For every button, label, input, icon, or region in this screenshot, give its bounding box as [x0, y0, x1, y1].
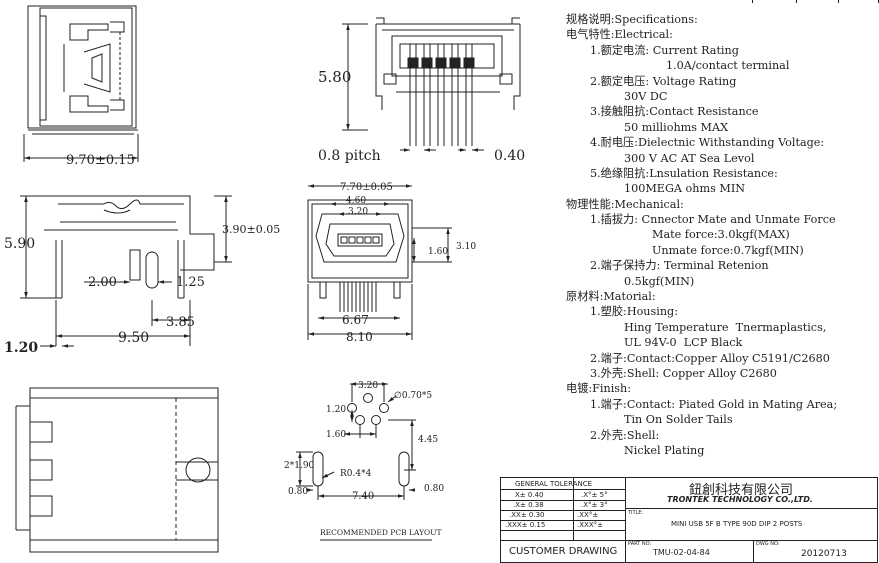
dim-pcb-160: 1.60: [326, 430, 346, 440]
spec-line: 规格说明:Specifications:: [566, 13, 698, 26]
spec-line: 100MEGA ohms MIN: [624, 182, 746, 196]
company-cn: 鈕創科技有限公司: [689, 483, 794, 498]
spec-line: 300 V AC AT Sea Levol: [624, 151, 755, 165]
bottom-view: [15, 387, 219, 553]
tol-r1-b: .X°± 3°: [581, 501, 608, 509]
dwg-number: 20120713: [801, 549, 847, 559]
dim-pcb-320: 3.20: [358, 381, 378, 391]
spec-line: 1.塑胶:Housing:: [590, 305, 678, 319]
spec-line: 原材料:Matorial:: [566, 290, 656, 304]
spec-line: 1.0A/contact terminal: [666, 59, 790, 73]
spec-line: 50 milliohms MAX: [624, 120, 729, 134]
dim-front-810: 8.10: [346, 330, 373, 344]
spec-line: 2.端子保持力: Terminal Retenion: [590, 259, 769, 273]
top-border-fragment: [752, 0, 879, 3]
engineering-drawing: 9.70±0.15 5.80 0.8 pitch 0.40 7.70±0.05 …: [4, 5, 525, 553]
spec-line: 2.端子:Contact:Copper Alloy C5191/C2680: [590, 351, 830, 365]
part-number: TMU-02-04-84: [653, 548, 710, 557]
dim-top-width: 9.70±0.15: [66, 153, 135, 168]
front-view: [307, 184, 452, 340]
spec-line: Tin On Solder Tails: [624, 413, 733, 427]
tolerance-header: GENERAL TOLERANCE: [515, 480, 593, 488]
dim-side-200: 2.00: [88, 275, 117, 290]
rear-view: [342, 17, 521, 152]
pcb-caption: RECOMMENDED PCB LAYOUT: [320, 528, 442, 537]
spec-line: Hing Temperature Tnermaplastics,: [624, 320, 827, 334]
customer-drawing: CUSTOMER DRAWING: [509, 546, 618, 557]
spec-line: Unmate force:0.7kgf(MIN): [652, 243, 804, 257]
tol-r3-a: .XXX± 0.15: [505, 521, 546, 529]
dim-front-160: 1.60: [428, 247, 448, 257]
top-view: [23, 5, 139, 162]
dwg-label: DWG NO:: [756, 541, 780, 547]
spec-line: 电气特性:Electrical:: [566, 28, 673, 42]
tol-r2-b: .XX°±: [577, 511, 599, 519]
dim-front-310: 3.10: [456, 242, 476, 252]
spec-line: 电镀:Finish:: [566, 382, 631, 396]
spec-line: 1.额定电流: Current Rating: [590, 43, 739, 57]
dim-top-height: 5.80: [318, 68, 351, 86]
dim-front-320: 3.20: [348, 207, 368, 217]
dim-side-385: 3.85: [166, 315, 195, 330]
spec-line: 0.5kgf(MIN): [624, 274, 695, 288]
spec-line: 3.接触阻抗:Contact Resistance: [590, 105, 759, 119]
spec-line: Nickel Plating: [624, 443, 705, 457]
dim-pcb-radius: R0.4*4: [340, 469, 372, 479]
part-label: PART NO:: [628, 541, 652, 547]
tol-r1-a: .X± 0.38: [513, 501, 544, 509]
dim-pcb-445: 4.45: [418, 435, 438, 445]
dim-front-667: 6.67: [342, 313, 369, 327]
dim-pcb-120: 1.20: [326, 405, 346, 415]
dim-pcb-080-right: 0.80: [424, 484, 444, 494]
dim-pcb-080-left: 0.80: [288, 487, 308, 497]
tol-r0-b: .X°± 5°: [581, 491, 608, 499]
tol-r2-a: .XX± 0.30: [509, 511, 545, 519]
dim-front-460: 4.60: [346, 196, 366, 206]
dim-side-125: 1.25: [176, 275, 205, 290]
dim-side-390: 3.90±0.05: [222, 223, 280, 236]
tol-r3-b: .XXX°±: [577, 521, 603, 529]
dim-side-120: 1.20: [4, 340, 38, 356]
spec-line: 2.额定电压: Voltage Rating: [590, 74, 737, 88]
dim-side-height: 5.90: [4, 236, 35, 252]
spec-line: 物理性能:Mechanical:: [566, 197, 684, 211]
dim-pcb-slot: 2*1.90: [284, 461, 315, 471]
dim-pcb-hole: ∅0.70*5: [394, 391, 432, 401]
spec-line: Mate force:3.0kgf(MAX): [652, 228, 790, 242]
dim-front-outer: 7.70±0.05: [340, 182, 393, 193]
spec-line: UL 94V-0 LCP Black: [624, 336, 743, 350]
title-block: GENERAL TOLERANCE X± 0.40 .X°± 5° .X± 0.…: [500, 477, 878, 563]
spec-line: 3.外壳:Shell: Copper Alloy C2680: [590, 366, 777, 380]
spec-line: 5.绝缘阻抗:Lnsulation Resistance:: [590, 166, 778, 180]
side-view: [20, 195, 232, 348]
spec-line: 4.耐电压:Dielectnic Withstanding Voltage:: [590, 136, 825, 150]
spec-line: 1.插拔力: Cnnector Mate and Unmate Force: [590, 213, 836, 227]
spec-line: 1.端子:Contact: Piated Gold in Mating Area…: [590, 397, 838, 411]
title-label: TITLE:: [628, 510, 644, 516]
dim-pin-width: 0.40: [494, 148, 525, 164]
drawing-title: MINI USB 5F B TYPE 90D DIP 2 POSTS: [671, 520, 803, 528]
dim-pcb-740: 7.40: [352, 491, 374, 502]
spec-line: 2.外壳:Shell:: [590, 428, 660, 442]
tol-r0-a: X± 0.40: [515, 491, 544, 499]
spec-line: 30V DC: [624, 89, 668, 103]
company-en: TRONTEK TECHNOLOGY CO.,LTD.: [667, 495, 813, 504]
pcb-layout: [296, 382, 432, 541]
dim-pitch: 0.8 pitch: [318, 148, 381, 164]
dim-side-950: 9.50: [118, 330, 149, 346]
specifications-block: 规格说明:Specifications: 电气特性:Electrical:1.额定…: [566, 12, 878, 458]
